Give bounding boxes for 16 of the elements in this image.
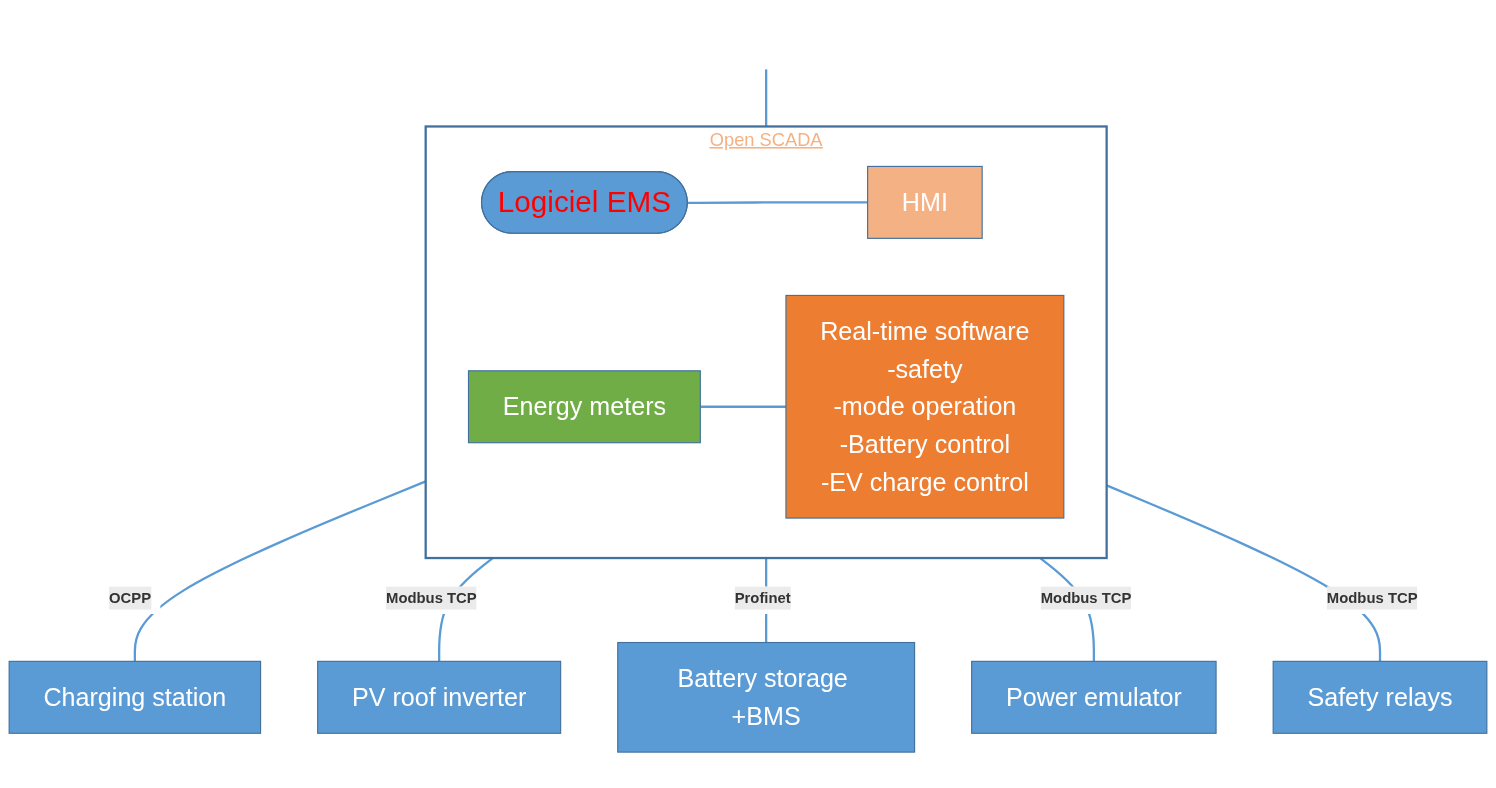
node-box: PV roof inverter bbox=[317, 661, 562, 735]
edge-label: OCPP bbox=[108, 589, 152, 607]
node-box: HMI bbox=[867, 166, 983, 240]
node-box: Charging station bbox=[8, 661, 262, 735]
node-box: Real-time software -safety -mode operation -Battery control -EV charge control bbox=[785, 295, 1065, 519]
edge-label: Modbus TCP bbox=[1040, 589, 1132, 607]
connector bbox=[700, 406, 786, 409]
node-box: Energy meters bbox=[467, 370, 701, 444]
edge-label: Modbus TCP bbox=[386, 589, 477, 607]
edge-label: Profinet bbox=[734, 589, 791, 607]
edge-label: Modbus TCP bbox=[1326, 589, 1418, 607]
node-box: Safety relays bbox=[1272, 661, 1488, 735]
connector bbox=[765, 69, 768, 127]
node-box: Battery storage +BMS bbox=[617, 642, 916, 754]
connector bbox=[687, 201, 868, 205]
node-box: Power emulator bbox=[971, 661, 1217, 735]
